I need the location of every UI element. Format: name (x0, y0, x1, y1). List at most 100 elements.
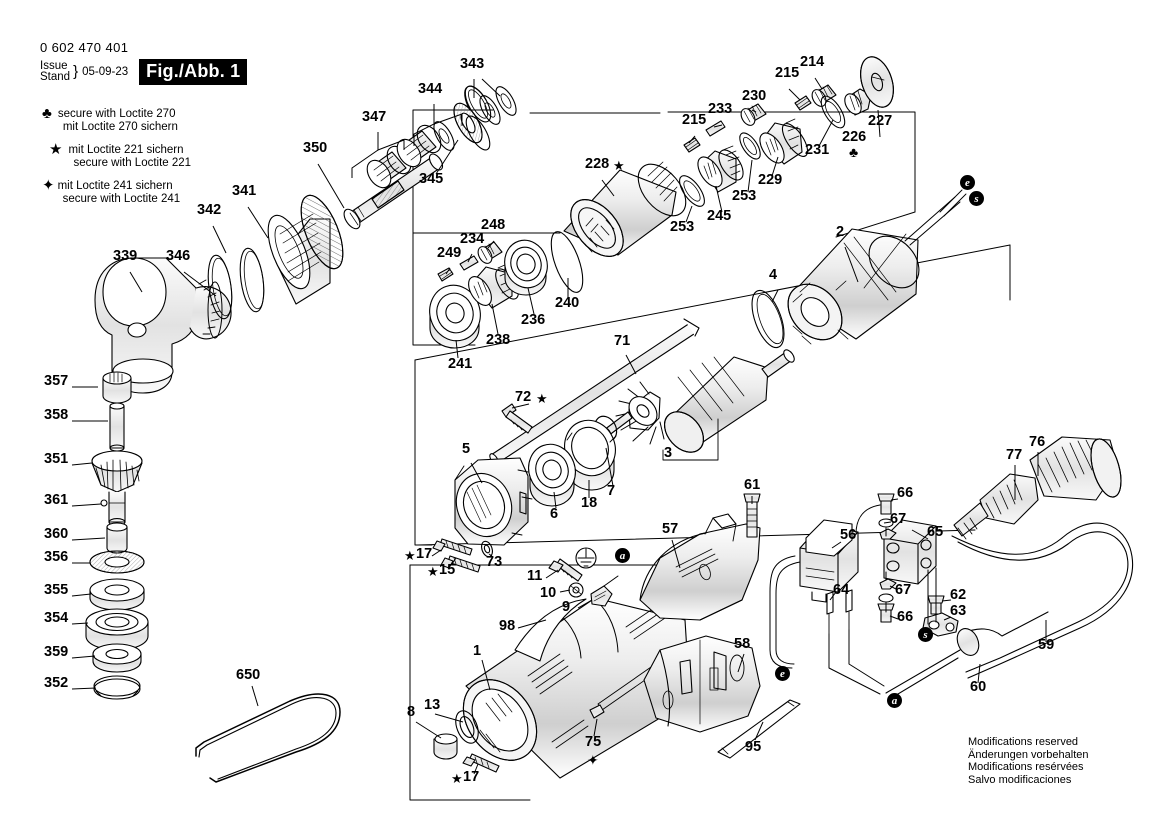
badge-s-2: s (918, 627, 933, 642)
part-76-cable-boot (1029, 436, 1122, 501)
part-229-gear-carrier (759, 118, 809, 165)
callout-361: 361 (44, 492, 69, 508)
callout-60: 60 (970, 679, 987, 695)
callout-67a: 67 (890, 511, 907, 527)
part-58-handle-shell (643, 635, 761, 733)
callout-231: 231 (805, 142, 830, 158)
callout-18: 18 (581, 495, 598, 511)
callout-344: 344 (418, 81, 443, 97)
callout-62: 62 (950, 587, 967, 603)
legend-241-de: secure with Loctite 241 (62, 192, 181, 205)
part-2-field-stator (787, 189, 967, 345)
footer-line-es: Salvo modificaciones (968, 773, 1072, 786)
callout-253b: 253 (670, 219, 695, 235)
callout-347: 347 (362, 109, 387, 125)
star-mark-17a: ★ (404, 548, 416, 563)
part-4-oring (751, 289, 785, 349)
part-228-gear-housing (563, 161, 687, 257)
legend-241-en: mit Loctite 241 sichern (57, 180, 173, 193)
callout-72: 72 (515, 389, 532, 405)
part-13-seal (455, 710, 479, 744)
star-mark-15: ★ (427, 564, 439, 579)
part-73-washer (481, 540, 493, 558)
callout-13: 13 (424, 697, 441, 713)
callout-360: 360 (44, 526, 69, 542)
header-block: 0 602 470 401 Issue Stand } 05-09-23 Fig… (40, 40, 248, 85)
footer-line-en: Modifications reserved (968, 736, 1079, 748)
cable-loop-main (951, 522, 1134, 679)
callout-346: 346 (166, 248, 191, 264)
callout-77: 77 (1006, 447, 1023, 463)
callout-356: 356 (44, 549, 69, 565)
part-6-bearing (528, 443, 576, 507)
part-230-pinion (740, 103, 767, 126)
part-351-bevel-gear (91, 450, 143, 526)
callout-240: 240 (555, 295, 580, 311)
part-17a-screws (432, 538, 473, 556)
callout-253a: 253 (732, 188, 757, 204)
callout-10: 10 (540, 585, 557, 601)
callout-234: 234 (460, 231, 485, 247)
badge-s-1: s (969, 191, 984, 206)
issue-date: 05-09-23 (82, 66, 129, 78)
callout-650: 650 (236, 667, 261, 683)
part-253b-oring (739, 132, 761, 160)
legend-270-en: secure with Loctite 270 (57, 108, 176, 120)
part-357-bushing (102, 371, 132, 404)
callout-11: 11 (527, 568, 543, 584)
callout-57: 57 (662, 521, 679, 537)
part-59-60-cord (885, 611, 1049, 701)
callout-342: 342 (197, 202, 222, 218)
part-57-housing-cover (639, 513, 761, 621)
star-mark-228: ★ (613, 158, 625, 173)
part-361-pin (100, 499, 108, 507)
callout-341: 341 (232, 183, 257, 199)
callout-4: 4 (769, 267, 778, 283)
callout-95: 95 (745, 739, 762, 755)
callout-59: 59 (1038, 637, 1055, 653)
part-352-circlip (93, 675, 141, 700)
callout-233: 233 (708, 101, 733, 117)
document-part-number: 0 602 470 401 (40, 40, 129, 55)
callout-63: 63 (950, 603, 967, 619)
part-355-washer (89, 578, 145, 611)
callout-7: 7 (607, 483, 616, 499)
part-245-pinion-carrier (697, 145, 744, 193)
issue-label: Issue (40, 59, 68, 72)
callout-66b: 66 (897, 609, 914, 625)
legend-row-241: ✦ mit Loctite 241 sichern secure with Lo… (42, 178, 272, 205)
callout-241: 241 (448, 356, 473, 372)
part-227-disc (860, 56, 894, 108)
part-347-needle-bearings (366, 124, 442, 189)
part-1-motor-housing (462, 597, 691, 779)
part-359-washer (92, 643, 142, 673)
ground-symbol-icon (575, 547, 597, 569)
legend-221-en: mit Loctite 221 sichern (68, 144, 184, 157)
callout-354: 354 (44, 610, 69, 626)
part-98-label-strip (514, 598, 587, 662)
part-75-set-screw (589, 704, 605, 719)
part-253a-oring (679, 175, 705, 207)
callout-56: 56 (840, 527, 857, 543)
callout-359: 359 (44, 644, 69, 660)
part-231-washer (820, 95, 846, 129)
part-238-gear-hub (468, 263, 519, 309)
callout-8: 8 (407, 704, 416, 720)
part-346-oring (207, 254, 233, 320)
callout-1: 1 (473, 643, 482, 659)
part-356-thrust-bearing (89, 550, 145, 574)
part-215b-needle (794, 95, 812, 111)
callout-73: 73 (486, 554, 503, 570)
part-8-bushing (433, 733, 458, 760)
part-72-screw (501, 403, 533, 434)
legend-221-de: secure with Loctite 221 (73, 156, 192, 169)
part-56-switch (799, 519, 859, 603)
callout-248: 248 (481, 217, 506, 233)
callout-230: 230 (742, 88, 767, 104)
part-17b-screw (462, 753, 500, 773)
part-240-oring (550, 231, 584, 293)
callout-17a: 17 (416, 546, 433, 562)
part-67a-washers (878, 518, 897, 540)
